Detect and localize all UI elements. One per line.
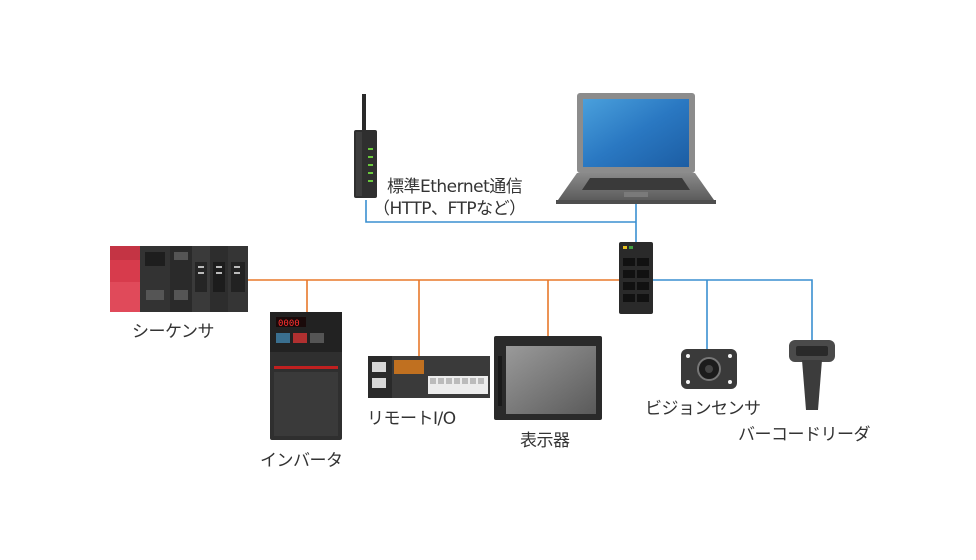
- fieldbus-lines: [247, 279, 620, 356]
- label-barcode-reader: バーコードリーダ: [738, 425, 871, 445]
- vision-sensor-device: [681, 349, 737, 389]
- wireless-router: [354, 94, 377, 198]
- label-display: 表示器: [520, 431, 570, 451]
- label-vision-sensor: ビジョンセンサ: [645, 399, 761, 419]
- label-remote-io: リモートI/O: [367, 409, 456, 429]
- ethernet-switch: [619, 242, 653, 314]
- inverter-led-display: [276, 317, 306, 327]
- plc-rack: [110, 246, 248, 312]
- inverter-device: 0000: [270, 312, 342, 440]
- laptop-screen: [583, 99, 689, 167]
- label-plc: シーケンサ: [132, 322, 215, 342]
- hmi-display: [494, 336, 602, 420]
- remote-io-device: [368, 356, 490, 398]
- inverter-display-text: 0000: [278, 319, 300, 329]
- router-antenna: [362, 94, 366, 134]
- ethernet-lines: [365, 200, 813, 350]
- vision-sensor-link: [653, 279, 813, 340]
- network-label-line1: 標準Ethernet通信: [387, 177, 523, 197]
- barcode-reader-device: [789, 340, 835, 410]
- laptop: [556, 93, 716, 204]
- network-label-line2: （HTTP、FTPなど）: [373, 199, 526, 219]
- router-link: [365, 200, 636, 223]
- hmi-screen: [506, 346, 596, 414]
- barcode-reader-grip: [802, 360, 822, 410]
- label-inverter: インバータ: [260, 451, 343, 471]
